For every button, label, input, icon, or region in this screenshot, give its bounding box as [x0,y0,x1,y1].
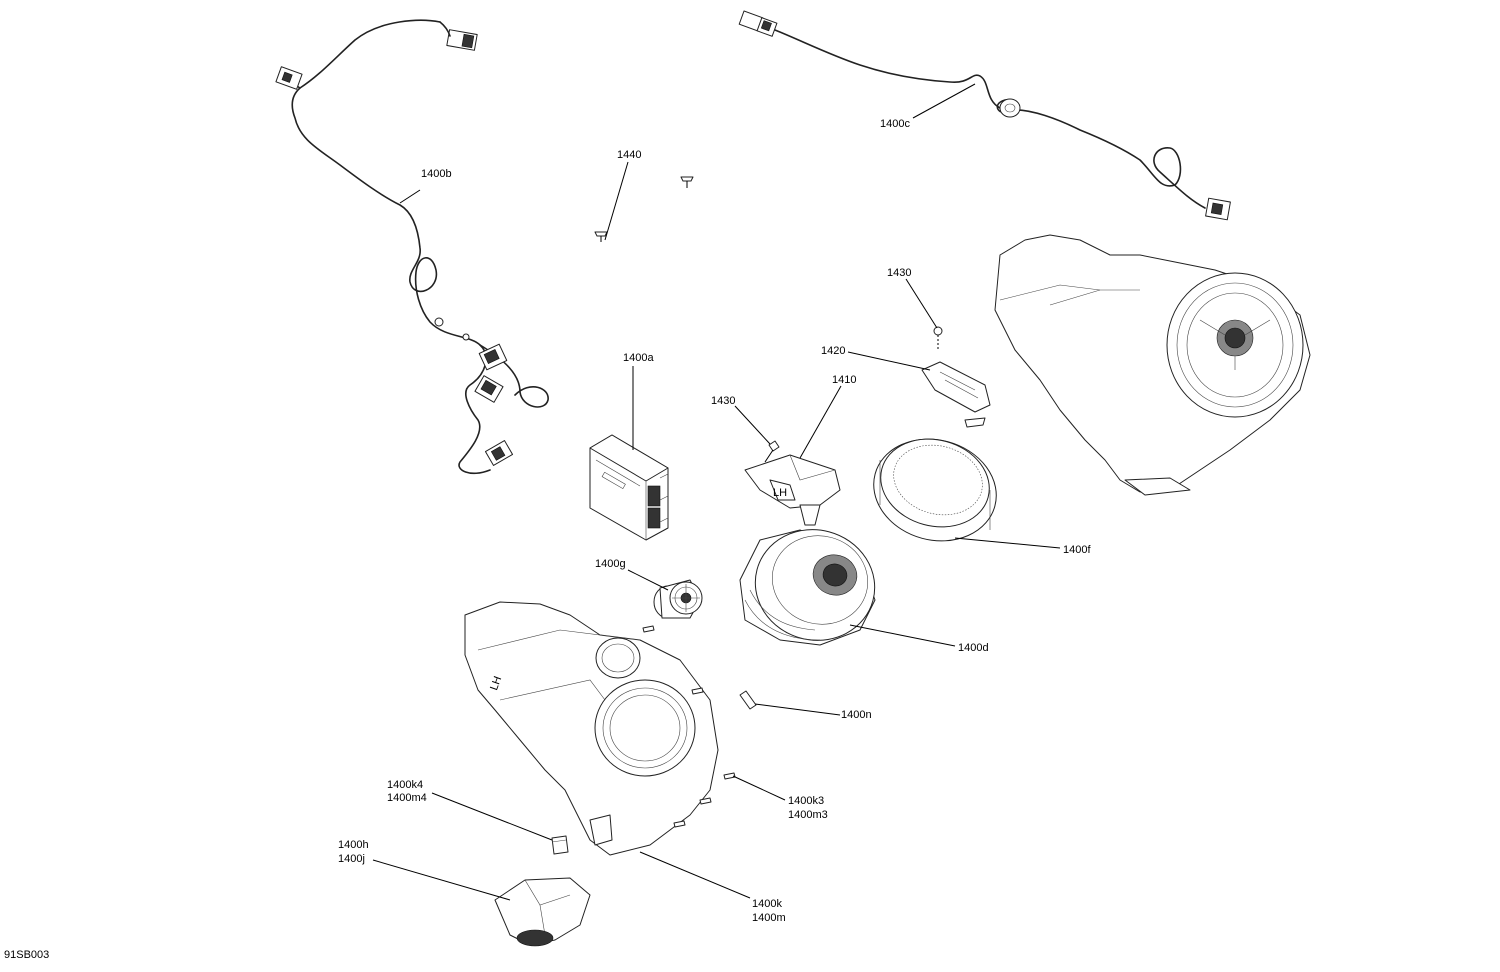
callout-1400g: 1400g [595,558,626,570]
callout-1400k4: 1400k4 [387,779,423,791]
callout-1400h: 1400h [338,839,369,851]
screw-1400n [739,690,757,710]
callout-1420: 1420 [821,345,845,357]
svg-text:LH: LH [488,675,504,692]
callout-1400c: 1400c [880,118,910,130]
callout-labels: 1400b 1440 1400c 1430 1420 1410 1430 140… [4,118,1091,961]
leader-lines [372,83,1061,901]
bracket-1410: LH [744,454,841,526]
callout-1400m: 1400m [752,912,786,924]
callout-1400k: 1400k [752,898,782,910]
wire-harness-1400c [738,10,1231,221]
screw-1430-top [933,326,943,350]
amplifier-module-1400a [589,434,669,541]
screw-1440-b [680,176,694,188]
screw-small-e [673,820,686,828]
clip-1400k4 [551,835,569,855]
connector-top-left [275,66,303,90]
tweeter-1400g [653,579,703,619]
connector-bottom [484,440,514,466]
connector-mid-2 [474,375,504,403]
callout-1400n: 1400n [841,709,872,721]
screw-small-d [699,797,712,805]
bracket-1420 [921,361,991,428]
screw-1430 [764,440,780,463]
callout-1400f: 1400f [1063,544,1091,556]
callout-1430-top: 1430 [887,267,911,279]
svg-text:LH: LH [773,487,787,499]
wire-harness-1400b [275,19,549,475]
speaker-ring-1400f [873,438,997,542]
callout-1440: 1440 [617,149,641,161]
grommet-1400c [999,98,1021,118]
callout-1400m4: 1400m4 [387,792,427,804]
speaker-pod-rh [994,234,1311,496]
screw-small-b [691,687,704,695]
screw-small-a [642,625,655,633]
connector-top-right [439,21,478,51]
callout-1400b: 1400b [421,168,452,180]
drawing-code: 91SB003 [4,949,49,961]
callout-1430: 1430 [711,395,735,407]
connector-mid-1 [478,343,508,371]
screw-1440-a [594,231,608,242]
connector-1400c-left [738,10,778,37]
grille-1400h [494,877,591,947]
speaker-1400d [739,529,876,646]
callout-1400m3: 1400m3 [788,809,828,821]
connector-1400c-right [1205,197,1231,221]
speaker-pod-lh: LH [464,601,719,856]
callout-1400k3: 1400k3 [788,795,824,807]
callout-1400j: 1400j [338,853,365,865]
callout-1400a: 1400a [623,352,654,364]
callout-1410: 1410 [832,374,856,386]
callout-1400d: 1400d [958,642,989,654]
